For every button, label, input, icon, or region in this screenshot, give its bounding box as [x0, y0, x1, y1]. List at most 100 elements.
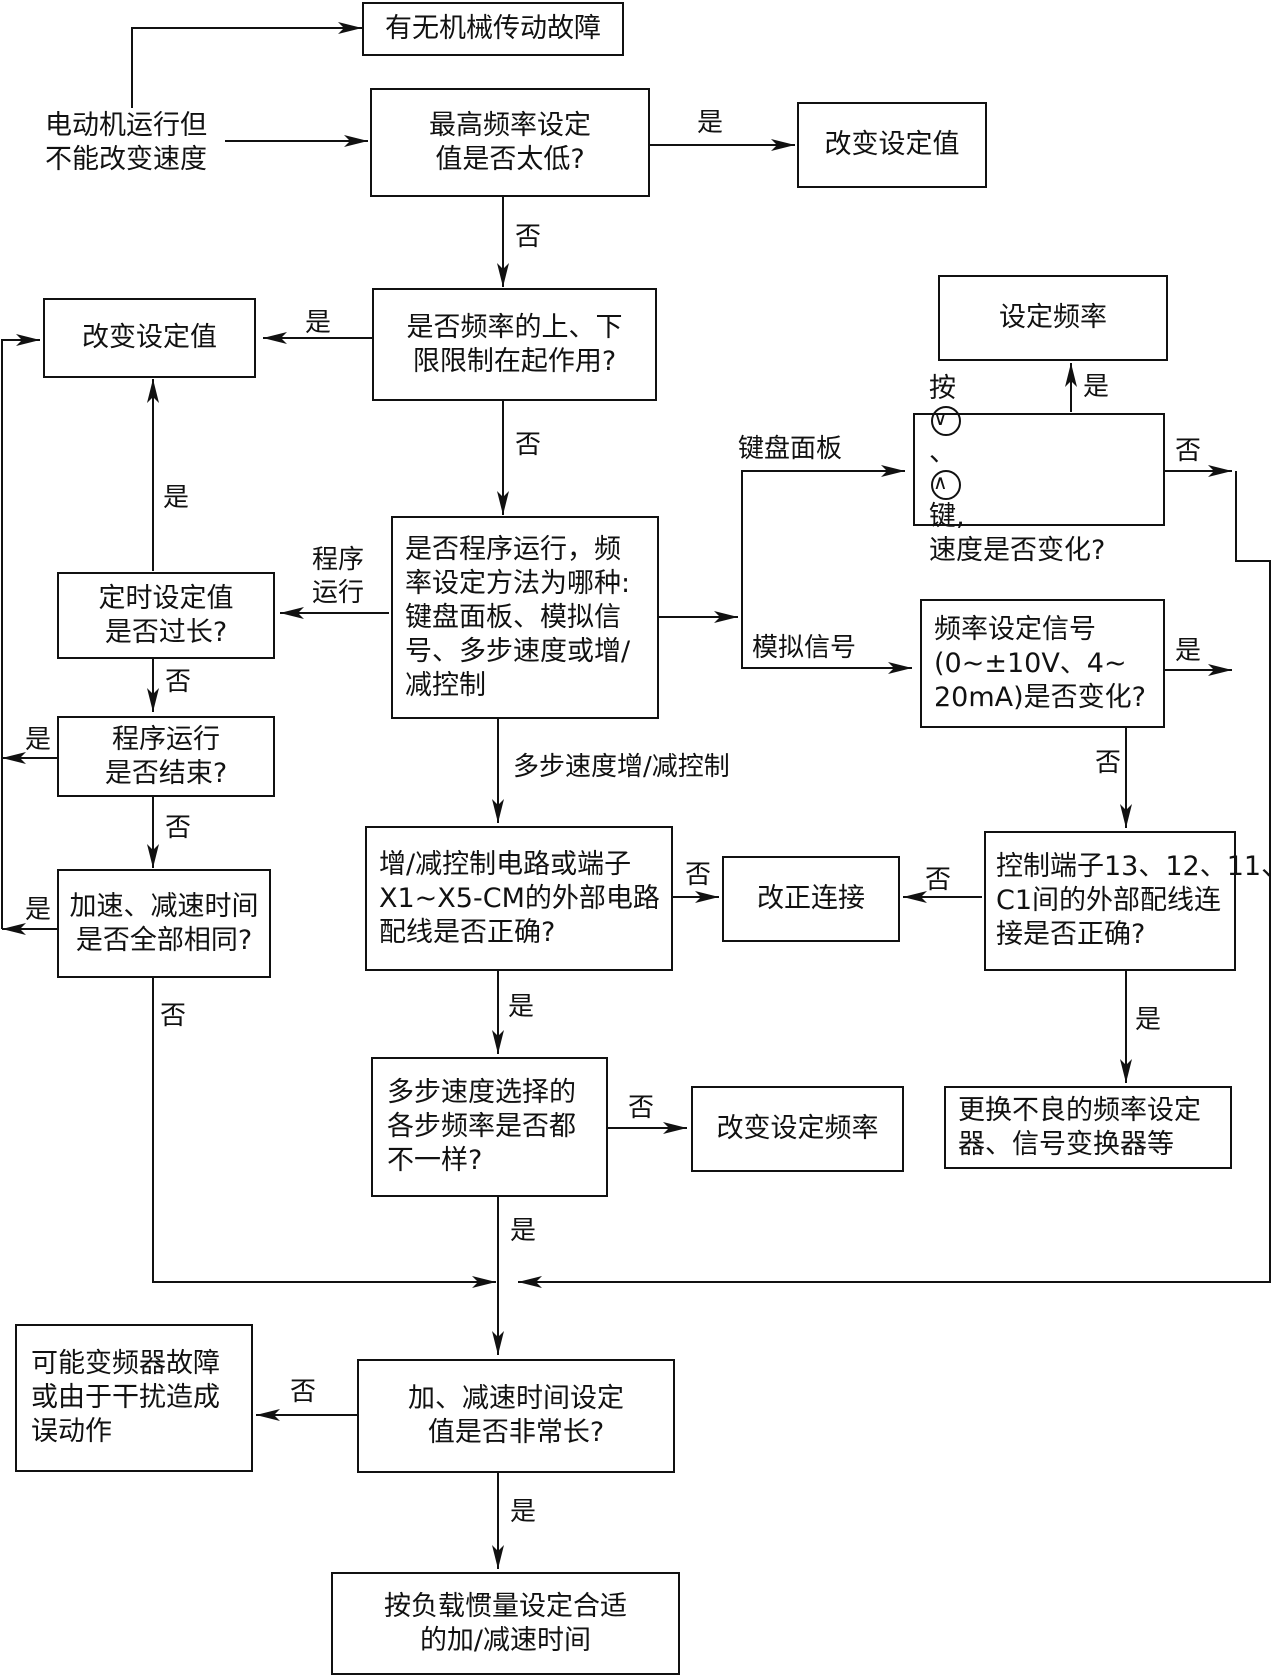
node-set-by-load-inertia: 按负载惯量设定合适 的加/减速时间: [331, 1572, 680, 1675]
label-limit-yes: 是: [305, 308, 332, 338]
node-text: 、: [929, 436, 956, 468]
node-text: 电动机运行但: [45, 110, 207, 141]
node-text: 是否全部相同?: [75, 924, 253, 956]
label-analog-yes: 是: [1175, 636, 1202, 666]
node-text: 改正连接: [757, 883, 865, 914]
node-text: 的加/减速时间: [419, 1624, 592, 1656]
node-text: 率设定方法为哪种:: [405, 567, 631, 599]
node-accel-decel-same: 加速、减速时间 是否全部相同?: [57, 869, 271, 978]
node-set-frequency: 设定频率: [938, 275, 1168, 361]
node-text: 是否过长?: [104, 616, 228, 648]
label-program-run-1: 程序: [312, 545, 365, 575]
node-text: 是否程序运行，频: [405, 533, 621, 565]
node-text: 可能变频器故障: [31, 1348, 220, 1379]
node-text: 定时设定值: [98, 582, 234, 614]
node-text: 改变设定值: [824, 129, 960, 160]
edge-right-rail: [518, 471, 1271, 1288]
label-timer-yes: 是: [163, 483, 190, 513]
node-motor-no-speed-change: 电动机运行但 不能改变速度: [45, 109, 207, 177]
node-text: 各步频率是否都: [387, 1111, 576, 1142]
node-freq-limit-active: 是否频率的上、下 限限制在起作用?: [372, 288, 657, 401]
node-text: 不能改变速度: [45, 144, 207, 175]
label-accellong-no: 否: [290, 1377, 317, 1407]
label-keypad-no: 否: [1175, 436, 1202, 466]
label-keypad: 键盘面板: [738, 434, 843, 464]
node-text: 改变设定频率: [716, 1113, 879, 1144]
label-multistep-yes: 是: [510, 1216, 537, 1246]
node-text: 增/减控制电路或端子: [379, 848, 632, 880]
label-multistep-no: 否: [628, 1093, 655, 1123]
node-text: 或由于干扰造成: [31, 1382, 220, 1413]
node-text: 加、减速时间设定: [408, 1383, 624, 1414]
node-text: 速度是否变化?: [929, 534, 1106, 566]
node-text: 值是否非常长?: [427, 1417, 605, 1448]
label-term-yes: 是: [1135, 1005, 1162, 1035]
label-accel-no: 否: [160, 1001, 187, 1031]
edge-start-to-mech: [131, 22, 362, 108]
edge-left-rail: [1, 334, 40, 929]
label-accellong-yes: 是: [510, 1497, 537, 1527]
node-text: 设定频率: [999, 302, 1107, 333]
label-limit-no: 否: [515, 430, 542, 460]
edge-accel-no: [152, 978, 496, 1288]
node-terminal-wiring-check: 控制端子13、12、11、 C1间的外部配线连 接是否正确?: [984, 831, 1271, 971]
node-change-setting-1: 改变设定值: [797, 102, 987, 188]
up-key-icon: ∧: [931, 469, 961, 500]
node-text: 最高频率设定: [429, 109, 591, 141]
node-program-run-method: 是否程序运行，频 率设定方法为哪种: 键盘面板、模拟信 号、多步速度或增/ 减控…: [391, 516, 659, 719]
node-text-line-1: 按∨、∧键,: [929, 372, 1147, 534]
node-text: X1~X5-CM的外部电路: [379, 882, 660, 914]
node-text: 号、多步速度或增/: [405, 635, 631, 667]
node-text: 改变设定值: [82, 322, 217, 353]
node-change-set-frequency: 改变设定频率: [691, 1086, 904, 1172]
label-term-no: 否: [925, 865, 952, 895]
node-change-setting-2: 改变设定值: [43, 298, 256, 378]
label-updown-yes: 是: [508, 992, 535, 1022]
node-text: (0~±10V、4~: [934, 647, 1127, 679]
node-program-finished: 程序运行 是否结束?: [57, 716, 275, 797]
node-text: 误动作: [31, 1416, 112, 1447]
node-text: 不一样?: [387, 1145, 483, 1176]
node-max-freq-low: 最高频率设定 值是否太低?: [370, 88, 650, 197]
node-text: 按: [929, 372, 956, 404]
node-text: 程序运行: [112, 723, 220, 755]
node-text: 配线是否正确?: [379, 916, 556, 948]
label-max-no: 否: [515, 222, 542, 252]
label-setfreq-yes: 是: [1083, 372, 1110, 402]
node-mechanical-fault: 有无机械传动故障: [362, 2, 624, 56]
edge-junction-to-keypad: [741, 465, 905, 668]
label-multistep: 多步速度增/减控制: [513, 752, 730, 782]
node-text: C1间的外部配线连: [996, 885, 1222, 916]
node-timer-too-long: 定时设定值 是否过长?: [57, 572, 275, 659]
node-text: 频率设定信号: [934, 613, 1096, 645]
node-text: 键盘面板、模拟信: [405, 601, 621, 633]
label-progend-yes: 是: [25, 725, 52, 755]
node-text: 是否频率的上、下: [406, 311, 623, 343]
node-text: 20mA)是否变化?: [934, 681, 1146, 713]
node-text: 接是否正确?: [996, 919, 1146, 950]
node-text: 限限制在起作用?: [412, 345, 617, 377]
node-text: 键,: [929, 500, 965, 532]
node-inverter-fault: 可能变频器故障 或由于干扰造成 误动作: [15, 1324, 253, 1472]
node-keypad-check: 按∨、∧键, 速度是否变化?: [913, 373, 1165, 566]
node-text: 是否结束?: [104, 757, 228, 789]
label-analog-no: 否: [1095, 748, 1122, 778]
node-text: 减控制: [405, 669, 486, 701]
node-text: 值是否太低?: [435, 143, 585, 175]
label-program-run-2: 运行: [312, 578, 365, 608]
label-progend-no: 否: [165, 813, 192, 843]
node-text: 器、信号变换器等: [958, 1128, 1174, 1160]
node-replace-bad-parts: 更换不良的频率设定 器、信号变换器等: [944, 1086, 1232, 1169]
label-max-yes: 是: [697, 108, 724, 138]
edge-junction-to-analog: [741, 617, 912, 674]
node-text: 多步速度选择的: [387, 1077, 576, 1108]
node-text: 控制端子13、12、11、: [996, 851, 1271, 882]
label-analog: 模拟信号: [752, 633, 857, 663]
label-timer-no: 否: [165, 667, 192, 697]
label-accel-yes: 是: [25, 895, 52, 925]
label-updown-no: 否: [685, 860, 712, 890]
node-updown-wiring-check: 增/减控制电路或端子 X1~X5-CM的外部电路 配线是否正确?: [365, 826, 673, 971]
node-analog-signal-check: 频率设定信号 (0~±10V、4~ 20mA)是否变化?: [920, 599, 1165, 728]
node-accel-decel-long: 加、减速时间设定 值是否非常长?: [357, 1359, 675, 1473]
